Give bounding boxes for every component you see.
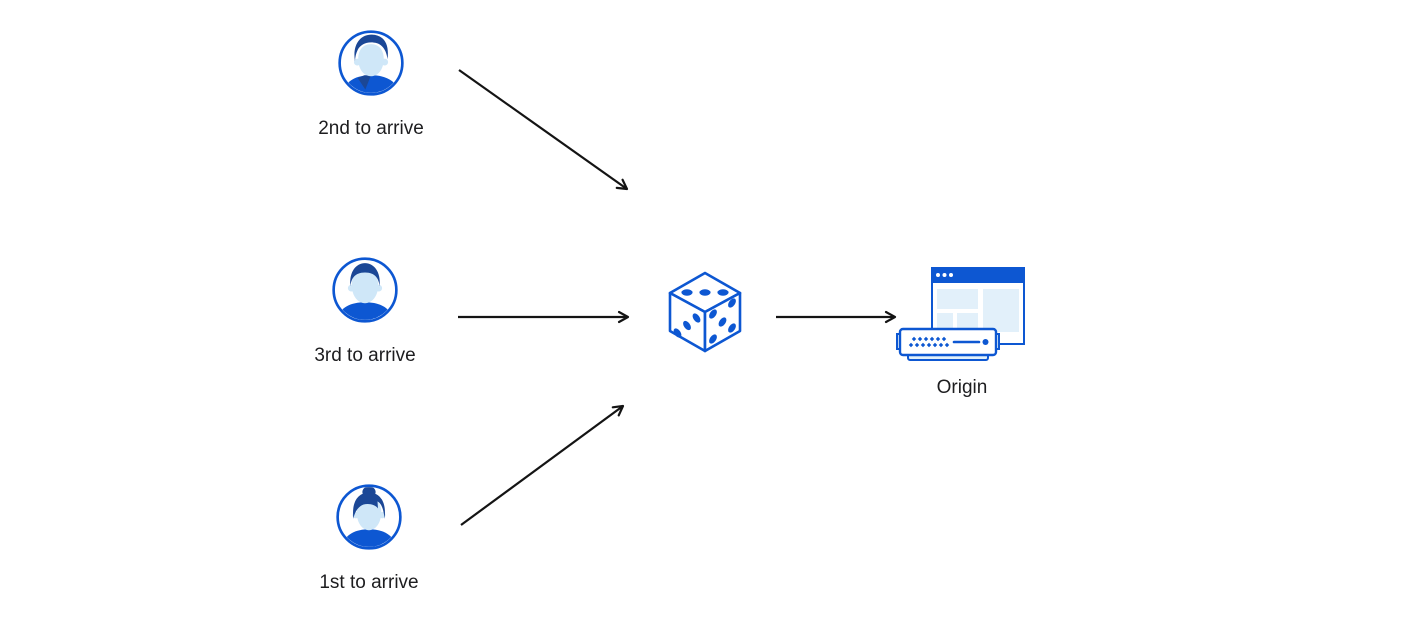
visitor-node-2nd: 2nd to arrive — [303, 29, 439, 141]
female-avatar-bun-icon — [335, 483, 403, 556]
origin-label: Origin — [936, 377, 988, 398]
visitor-1st-label: 1st to arrive — [319, 572, 419, 593]
arrow-visitor1st-to-dice — [460, 404, 625, 526]
dice-icon — [668, 271, 742, 358]
visitor-3rd-label: 3rd to arrive — [314, 345, 416, 366]
visitor-2nd-label: 2nd to arrive — [318, 118, 424, 139]
origin-node — [896, 262, 1028, 369]
dice-node — [668, 271, 742, 358]
male-avatar-swept-hair-icon — [337, 29, 405, 102]
origin-server-browser-icon — [896, 262, 1028, 369]
visitor-node-3rd: 3rd to arrive — [297, 256, 433, 368]
male-avatar-short-hair-icon — [331, 256, 399, 329]
arrow-visitor2nd-to-dice — [458, 69, 629, 191]
visitor-node-1st: 1st to arrive — [301, 483, 437, 595]
